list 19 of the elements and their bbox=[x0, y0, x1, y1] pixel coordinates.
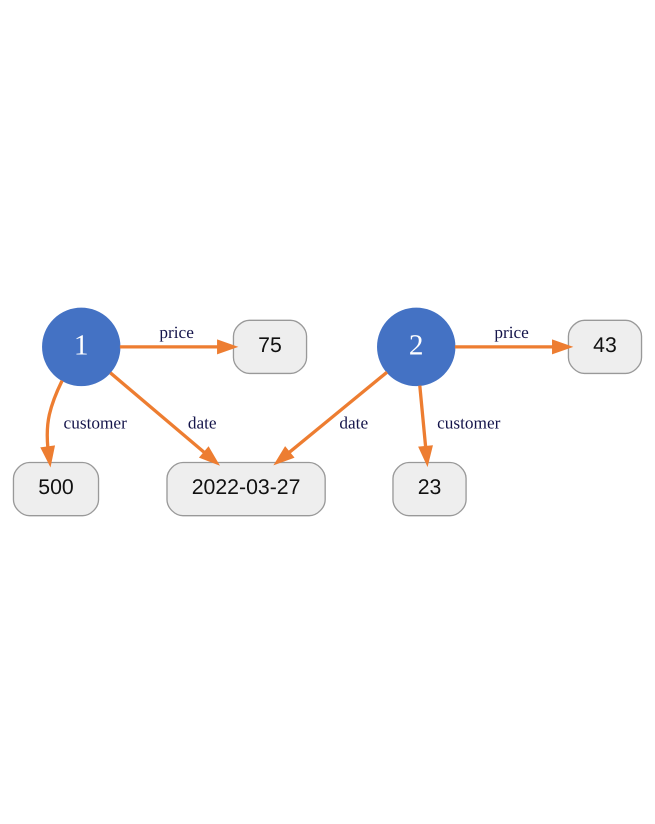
arrow bbox=[120, 339, 238, 354]
arrow bbox=[40, 380, 64, 468]
node-box: 2022-03-27 bbox=[166, 462, 326, 516]
edge-label: customer bbox=[64, 413, 127, 432]
edge-label: date bbox=[188, 413, 217, 432]
node-box: 500 bbox=[12, 462, 100, 516]
arrow bbox=[418, 385, 433, 468]
arrow bbox=[109, 372, 220, 466]
node-circle: 1 bbox=[42, 308, 120, 386]
edge-label: price bbox=[159, 323, 194, 342]
node-box: 43 bbox=[568, 320, 642, 374]
node-circle: 2 bbox=[377, 308, 456, 386]
edge-label: date bbox=[339, 413, 368, 432]
edge-label: price bbox=[494, 323, 529, 342]
arrow bbox=[273, 370, 388, 466]
node-box: 23 bbox=[392, 462, 467, 516]
edge-label: customer bbox=[437, 413, 500, 432]
node-box: 75 bbox=[232, 320, 308, 374]
arrow bbox=[454, 339, 574, 354]
